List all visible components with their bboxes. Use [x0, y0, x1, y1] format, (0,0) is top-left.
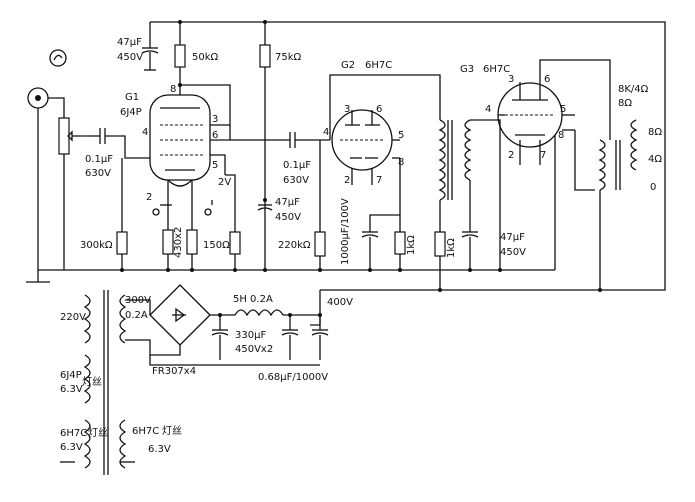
label-out-4: 4Ω	[648, 154, 662, 165]
label-h2-word: 灯丝	[88, 427, 108, 439]
label-pin-4-g1: 4	[142, 127, 148, 138]
label-pin-5-g2: 5	[398, 130, 404, 141]
power-transformer	[60, 290, 135, 475]
label-h3-word: 灯丝	[162, 425, 182, 437]
resistor-220k	[314, 231, 326, 257]
label-pin-4-g3: 4	[485, 104, 491, 115]
filter-capacitors	[149, 315, 329, 366]
label-r-1k: 1kΩ	[406, 235, 417, 255]
output-transformer	[598, 119, 638, 290]
label-ps-300: 300V	[125, 295, 151, 306]
label-g2-type: 6H7C	[365, 60, 392, 71]
tube-g2	[331, 109, 400, 185]
label-g2-name: G2	[341, 60, 355, 71]
label-pin-7-g3: 7	[540, 150, 546, 161]
ground-symbol	[26, 270, 50, 283]
resistor-50k	[174, 44, 186, 68]
label-g1-type: 6J4P	[120, 107, 142, 118]
label-r-300k: 300kΩ	[80, 240, 113, 251]
label-pin-8-g2: 8	[398, 157, 404, 168]
capacitor-47uf-mid	[257, 198, 273, 211]
junction-dots	[120, 20, 602, 317]
label-out-0: 0	[650, 182, 656, 193]
label-pin-3-g2: 3	[344, 104, 350, 115]
label-ps-400: 400V	[327, 297, 353, 308]
label-r-1k2: 1kΩ	[446, 238, 457, 258]
g2-cathode-network	[361, 158, 406, 270]
label-out-8a: 8Ω	[618, 98, 632, 109]
label-r-220k: 220kΩ	[278, 240, 311, 251]
g2-plate-wire	[329, 74, 441, 140]
label-r-75k: 75kΩ	[275, 52, 302, 63]
label-g3-type: 6H7C	[483, 64, 510, 75]
label-pin-3-g1: 3	[212, 114, 218, 125]
label-c-47-3: 47μF	[500, 232, 525, 243]
label-c-47uf-top: 47μF	[117, 37, 142, 48]
label-ps-068: 0.68μF/1000V	[258, 372, 328, 383]
label-h1-v: 6.3V	[60, 384, 83, 395]
label-h3-type: 6H7C	[132, 426, 159, 437]
label-pin-2-g3: 2	[508, 150, 514, 161]
label-pin-2-g2: 2	[344, 175, 350, 186]
label-c-47-3-v: 450V	[500, 247, 526, 258]
label-ps-5h: 5H 0.2A	[233, 294, 273, 305]
tube-g1	[149, 85, 231, 200]
label-h1-word: 灯丝	[82, 376, 102, 388]
label-ps-02: 0.2A	[125, 310, 148, 321]
hv-rails	[149, 21, 666, 326]
label-v-2v: 2V	[218, 177, 231, 188]
label-pin-8-g3: 8	[558, 130, 564, 141]
label-ps-450x2: 450Vx2	[235, 344, 273, 355]
label-pin-8-g1: 8	[170, 84, 176, 95]
label-ps-220: 220V	[60, 312, 86, 323]
label-pin-6-g1: 6	[212, 130, 218, 141]
label-r-50k: 50kΩ	[192, 52, 219, 63]
coupling-capacitor-mid	[230, 132, 330, 148]
label-pin-5-g3: 5	[560, 104, 566, 115]
label-c-47uf-top-v: 450V	[117, 52, 143, 63]
label-g3-name: G3	[460, 64, 474, 75]
choke-5h	[234, 309, 320, 317]
label-c-mid: 0.1μF	[283, 160, 311, 171]
label-h2-type: 6H7C	[60, 428, 87, 439]
label-c-47-2: 47μF	[275, 197, 300, 208]
label-c-1000: 1000μF/100V	[340, 198, 351, 265]
label-pin-2-g1: 2	[146, 192, 152, 203]
phono-icon	[49, 49, 67, 67]
label-pin-7-g2: 7	[376, 175, 382, 186]
label-pin-6-g3: 6	[544, 74, 550, 85]
tube-g3	[497, 82, 575, 165]
label-pin-3-g3: 3	[508, 74, 514, 85]
label-ps-fr: FR307x4	[152, 366, 196, 377]
input-coupling-capacitor	[90, 128, 150, 270]
capacitor-47uf-top	[141, 40, 159, 71]
label-c-mid-v: 630V	[283, 175, 309, 186]
label-h3-v: 6.3V	[148, 444, 171, 455]
label-h2-v: 6.3V	[60, 442, 83, 453]
interstage-transformer	[434, 119, 501, 290]
label-r-150: 150Ω	[203, 240, 230, 251]
resistor-75k	[259, 44, 271, 68]
label-r-430: 430x2	[173, 227, 184, 258]
input-jack	[27, 87, 65, 270]
label-pin-5-g1: 5	[212, 160, 218, 171]
volume-potentiometer	[58, 117, 90, 270]
label-ps-330: 330μF	[235, 330, 266, 341]
label-h1-type: 6J4P	[60, 370, 82, 381]
label-c-in-v: 630V	[85, 168, 111, 179]
label-out-8b: 8Ω	[648, 127, 662, 138]
g3-plate-wire	[539, 59, 611, 140]
label-out-trans: 8K/4Ω	[618, 84, 649, 95]
label-g1-name: G1	[125, 92, 139, 103]
g1-cathode-network	[152, 174, 241, 270]
label-c-47-2-v: 450V	[275, 212, 301, 223]
label-c-in: 0.1μF	[85, 154, 113, 165]
label-pin-4-g2: 4	[323, 127, 329, 138]
label-pin-6-g2: 6	[376, 104, 382, 115]
